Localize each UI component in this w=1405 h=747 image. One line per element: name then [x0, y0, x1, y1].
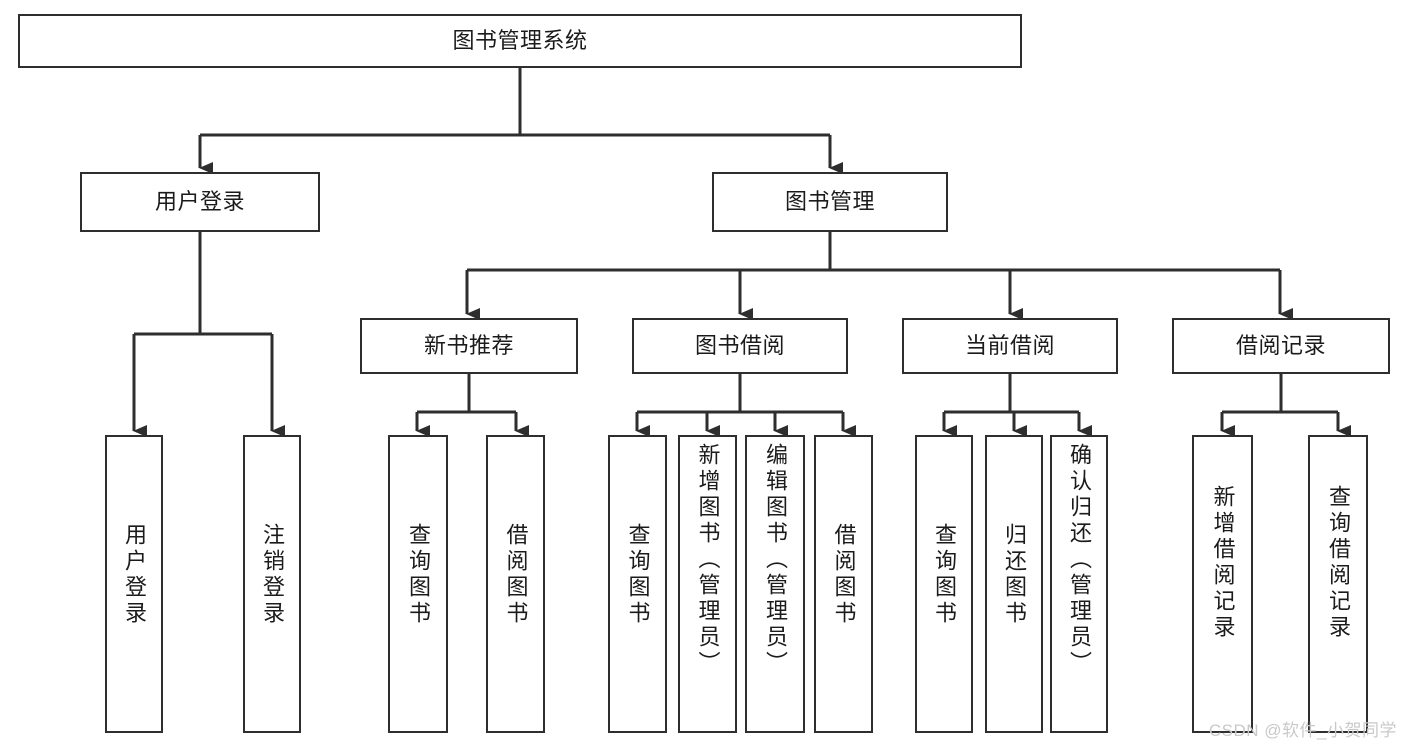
- node-user-login[interactable]: 用户登录: [80, 172, 320, 232]
- node-leaf-query-book-2-label: 查询图书: [625, 523, 651, 627]
- node-root-label: 图书管理系统: [452, 27, 588, 53]
- node-leaf-query-book-2[interactable]: 查询图书: [608, 435, 667, 733]
- csdn-watermark: CSDN @软件_小贺同学: [1208, 721, 1397, 740]
- node-leaf-borrow-book-2[interactable]: 借阅图书: [814, 435, 873, 733]
- node-book-manage[interactable]: 图书管理: [712, 172, 948, 232]
- node-current-borrow[interactable]: 当前借阅: [902, 318, 1118, 374]
- node-leaf-confirm-return-label: 确认归还（管理员）: [1067, 443, 1092, 677]
- node-current-borrow-label: 当前借阅: [964, 332, 1055, 358]
- node-root[interactable]: 图书管理系统: [18, 14, 1022, 68]
- node-leaf-edit-book[interactable]: 编辑图书（管理员）: [745, 435, 805, 733]
- node-leaf-confirm-return[interactable]: 确认归还（管理员）: [1050, 435, 1108, 733]
- node-leaf-return-book[interactable]: 归还图书: [985, 435, 1043, 733]
- node-book-manage-label: 图书管理: [784, 188, 875, 214]
- node-new-book-recommend-label: 新书推荐: [423, 332, 514, 358]
- node-leaf-add-record[interactable]: 新增借阅记录: [1192, 435, 1253, 733]
- node-user-login-label: 用户登录: [154, 188, 245, 214]
- node-leaf-query-record[interactable]: 查询借阅记录: [1308, 435, 1368, 733]
- node-book-borrow[interactable]: 图书借阅: [632, 318, 848, 374]
- node-leaf-user-login-label: 用户登录: [122, 523, 147, 627]
- node-leaf-logout-label: 注销登录: [260, 523, 285, 627]
- node-leaf-return-book-label: 归还图书: [1002, 523, 1027, 627]
- node-borrow-record[interactable]: 借阅记录: [1172, 318, 1390, 374]
- node-book-borrow-label: 图书借阅: [694, 332, 785, 358]
- node-leaf-query-book-1[interactable]: 查询图书: [388, 435, 448, 733]
- node-leaf-add-book[interactable]: 新增图书（管理员）: [678, 435, 737, 733]
- node-leaf-add-book-label: 新增图书（管理员）: [695, 443, 721, 677]
- node-leaf-borrow-book-2-label: 借阅图书: [831, 523, 857, 627]
- node-leaf-user-login[interactable]: 用户登录: [105, 435, 163, 733]
- node-leaf-query-book-3-label: 查询图书: [932, 523, 957, 627]
- node-new-book-recommend[interactable]: 新书推荐: [360, 318, 578, 374]
- node-leaf-borrow-book-1[interactable]: 借阅图书: [486, 435, 545, 733]
- node-leaf-query-book-3[interactable]: 查询图书: [915, 435, 973, 733]
- node-leaf-logout[interactable]: 注销登录: [243, 435, 301, 733]
- node-borrow-record-label: 借阅记录: [1235, 332, 1326, 358]
- node-leaf-borrow-book-1-label: 借阅图书: [503, 523, 529, 627]
- node-leaf-query-book-1-label: 查询图书: [406, 523, 431, 627]
- node-leaf-query-record-label: 查询借阅记录: [1326, 485, 1351, 641]
- node-leaf-add-record-label: 新增借阅记录: [1210, 485, 1236, 641]
- node-leaf-edit-book-label: 编辑图书（管理员）: [763, 443, 788, 677]
